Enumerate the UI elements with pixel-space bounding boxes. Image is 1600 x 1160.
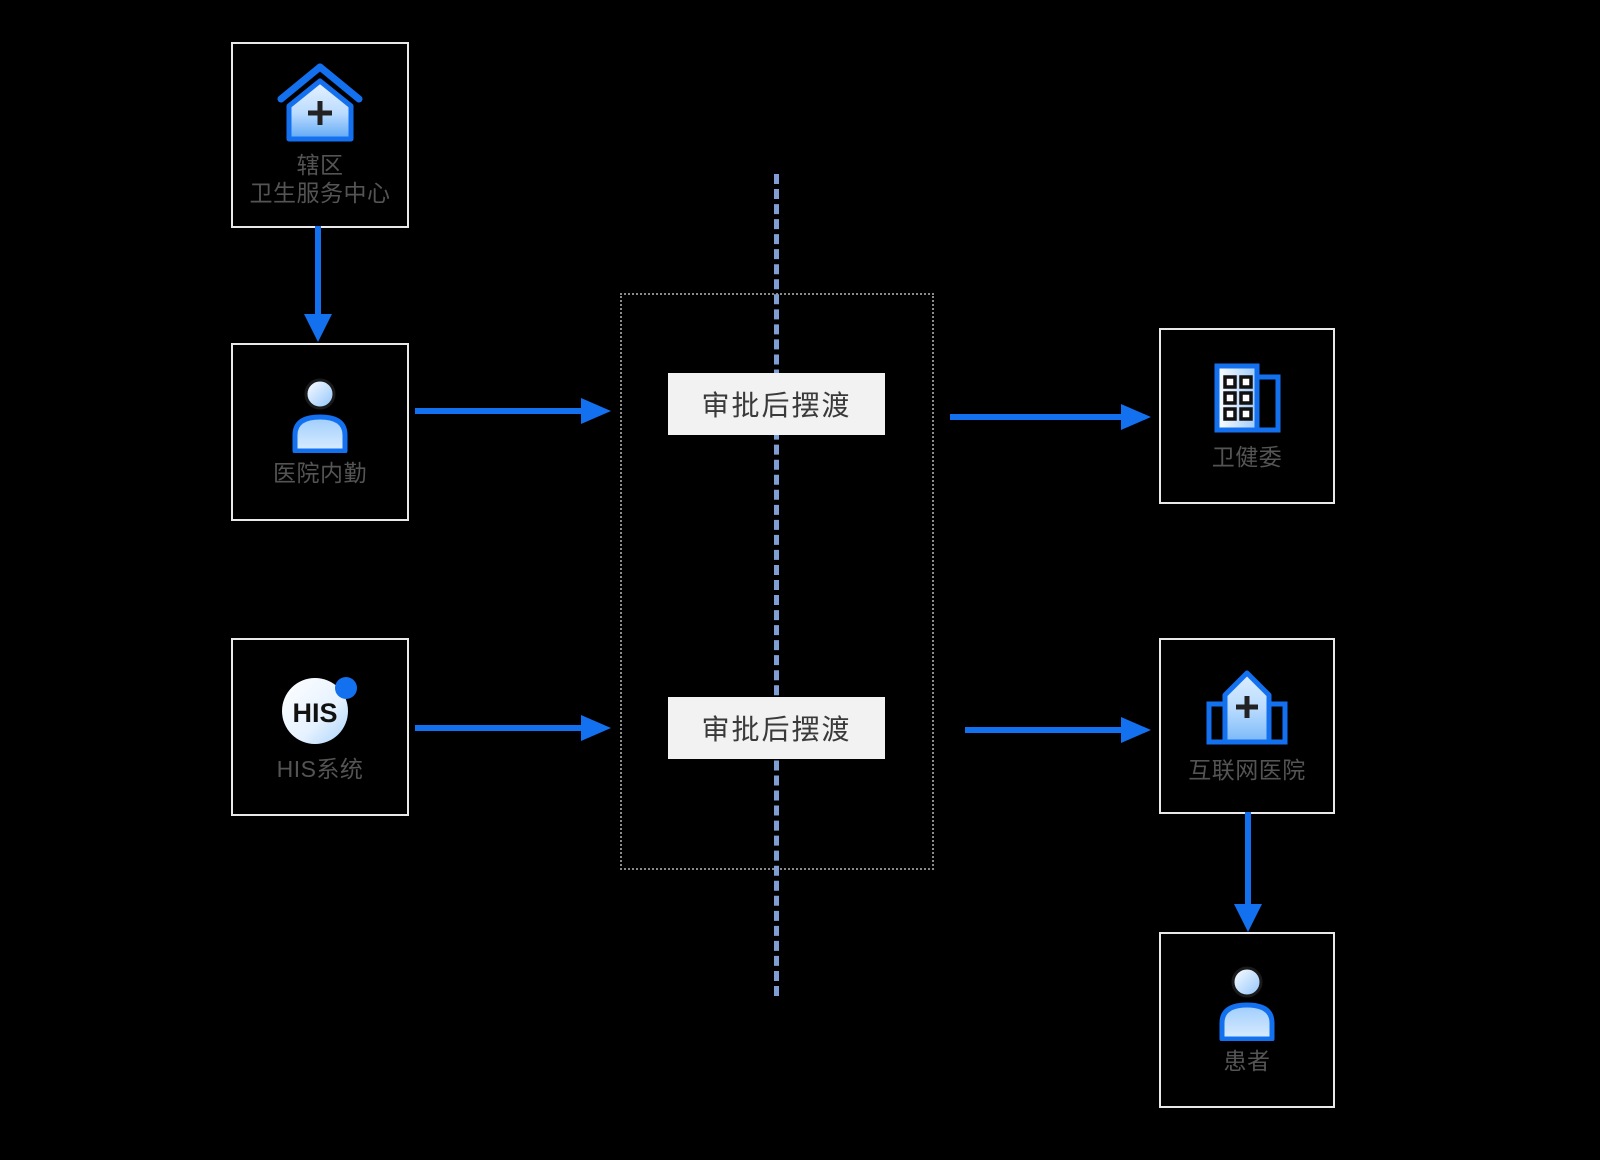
- ferry-box-bottom[interactable]: 审批后摆渡: [668, 697, 885, 759]
- node-label: HIS系统: [276, 756, 364, 782]
- node-label: 互联网医院: [1188, 757, 1306, 783]
- node-label: 患者: [1223, 1048, 1271, 1074]
- arrow-internet-hospital-to-patient: [1230, 812, 1266, 936]
- node-internet-hospital[interactable]: 互联网医院: [1159, 638, 1335, 814]
- his-circle-icon: HIS: [277, 671, 363, 749]
- arrow-his-to-ferry-bottom: [415, 715, 615, 741]
- person-icon: [1210, 965, 1284, 1041]
- arrow-ferry-bottom-to-internet-hospital: [965, 717, 1155, 743]
- arrow-ferry-top-to-commission: [950, 404, 1155, 430]
- node-his-system[interactable]: HIS HIS系统: [231, 638, 409, 816]
- hospital-house-plus-icon: [277, 63, 363, 145]
- svg-text:HIS: HIS: [292, 698, 337, 728]
- node-patient[interactable]: 患者: [1159, 932, 1335, 1108]
- ferry-box-top[interactable]: 审批后摆渡: [668, 373, 885, 435]
- hospital-building-plus-icon: [1201, 668, 1293, 750]
- node-hospital-staff[interactable]: 医院内勤: [231, 343, 409, 521]
- node-health-commission[interactable]: 卫健委: [1159, 328, 1335, 504]
- node-label: 医院内勤: [273, 460, 367, 486]
- person-icon: [283, 377, 357, 453]
- node-label: 卫健委: [1211, 444, 1283, 470]
- arrow-community-to-staff: [300, 226, 336, 346]
- arrow-staff-to-ferry-top: [415, 398, 615, 424]
- node-label: 辖区 卫生服务中心: [249, 152, 391, 206]
- network-divider-dashed-line: [774, 174, 779, 996]
- office-building-icon: [1207, 361, 1287, 437]
- node-community-health-center[interactable]: 辖区 卫生服务中心: [231, 42, 409, 228]
- ferry-label: 审批后摆渡: [701, 714, 852, 745]
- ferry-label: 审批后摆渡: [701, 390, 852, 421]
